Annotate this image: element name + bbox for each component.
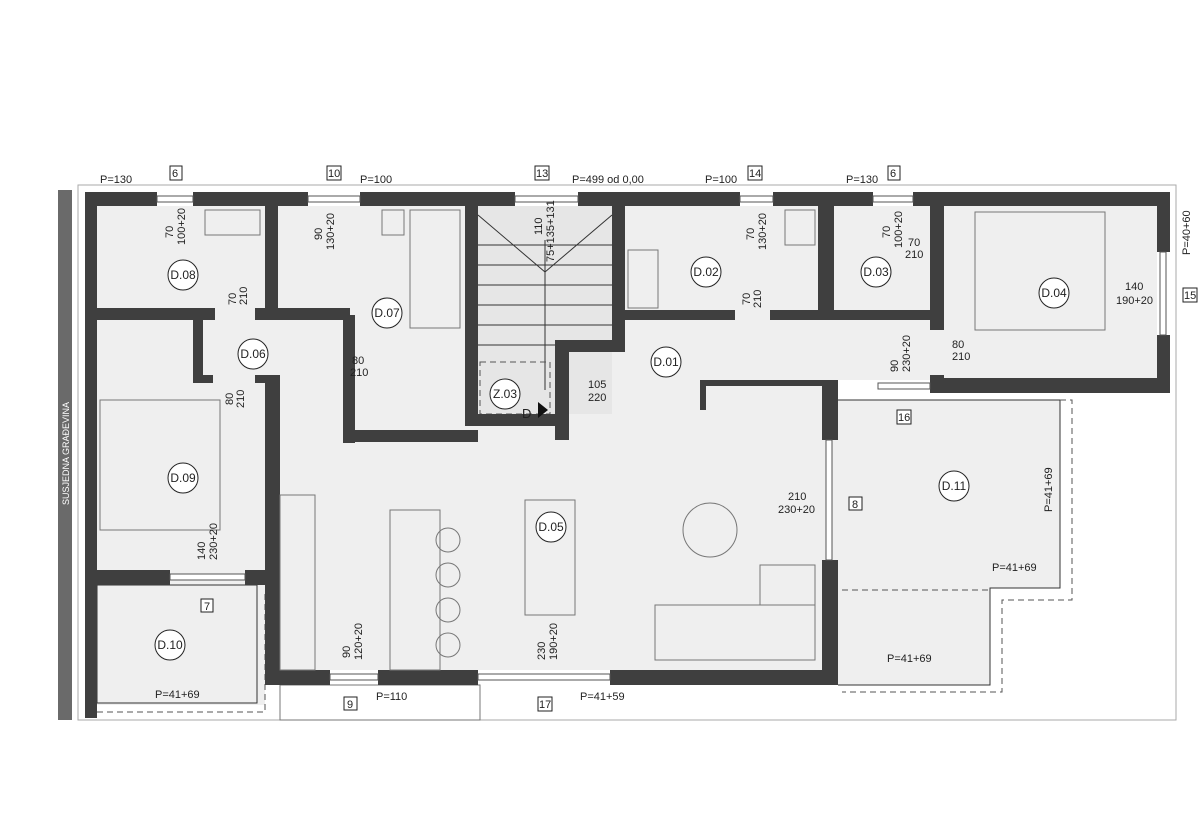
- room-d10: D.10: [154, 629, 186, 661]
- room-z03: Z.03: [489, 378, 521, 410]
- svg-text:230+20: 230+20: [778, 504, 815, 516]
- floors: [77, 184, 1177, 721]
- svg-text:100+20: 100+20: [176, 208, 188, 245]
- svg-text:D: D: [522, 406, 531, 421]
- svg-text:D.08: D.08: [170, 268, 196, 282]
- svg-text:D.04: D.04: [1041, 286, 1067, 300]
- svg-text:105: 105: [588, 379, 606, 391]
- svg-text:9: 9: [347, 699, 353, 711]
- svg-text:70: 70: [741, 293, 753, 305]
- svg-text:P=41+69: P=41+69: [1043, 467, 1055, 512]
- svg-text:D.09: D.09: [170, 471, 196, 485]
- svg-text:230+20: 230+20: [901, 335, 913, 372]
- room-d03: D.03: [860, 256, 892, 288]
- room-labels: D.01 D.02 D.03 D.04 D.05 D.06 D.07 D.08 …: [154, 256, 1070, 661]
- svg-text:15: 15: [1184, 290, 1196, 302]
- room-d09: D.09: [167, 462, 199, 494]
- neighbor-building-strip: [58, 190, 72, 720]
- svg-text:70: 70: [164, 226, 176, 238]
- svg-text:210: 210: [752, 290, 764, 308]
- svg-text:90: 90: [313, 228, 325, 240]
- svg-text:D.07: D.07: [374, 306, 400, 320]
- svg-text:16: 16: [898, 412, 910, 424]
- svg-text:D.06: D.06: [240, 347, 266, 361]
- svg-text:P=130: P=130: [100, 174, 132, 186]
- svg-text:210: 210: [788, 491, 806, 503]
- svg-text:7: 7: [204, 601, 210, 613]
- svg-text:75+135+131: 75+135+131: [545, 200, 557, 262]
- svg-text:13: 13: [536, 168, 548, 180]
- svg-text:70: 70: [745, 228, 757, 240]
- svg-text:190+20: 190+20: [1116, 295, 1153, 307]
- svg-text:17: 17: [539, 699, 551, 711]
- svg-text:80: 80: [352, 355, 364, 367]
- svg-text:210: 210: [905, 249, 923, 261]
- svg-text:230+20: 230+20: [208, 523, 220, 560]
- svg-text:6: 6: [172, 168, 178, 180]
- dimension-labels: 70 100+20 90 130+20 110 75+135+131 70 13…: [155, 200, 1198, 712]
- room-d05: D.05: [535, 511, 567, 543]
- svg-text:D.11: D.11: [942, 479, 967, 493]
- svg-text:P=40+60: P=40+60: [1181, 210, 1193, 255]
- svg-text:70: 70: [227, 293, 239, 305]
- room-d02: D.02: [690, 256, 722, 288]
- svg-text:8: 8: [852, 499, 858, 511]
- svg-text:P=110: P=110: [376, 691, 407, 703]
- room-d06: D.06: [237, 338, 269, 370]
- svg-text:70: 70: [908, 237, 920, 249]
- svg-text:P=41+59: P=41+59: [580, 691, 625, 703]
- svg-text:80: 80: [952, 339, 964, 351]
- svg-text:130+20: 130+20: [757, 213, 769, 250]
- svg-text:P=41+69: P=41+69: [992, 562, 1037, 574]
- svg-text:90: 90: [889, 360, 901, 372]
- svg-text:210: 210: [952, 351, 970, 363]
- svg-text:140: 140: [1125, 281, 1143, 293]
- svg-text:D.01: D.01: [653, 355, 679, 369]
- neighbor-label: SUSJEDNA GRAĐEVINA: [61, 402, 71, 505]
- svg-text:10: 10: [328, 168, 340, 180]
- walls: [85, 192, 1170, 718]
- svg-text:220: 220: [588, 392, 606, 404]
- svg-text:140: 140: [196, 542, 208, 560]
- svg-text:P=130: P=130: [846, 174, 878, 186]
- svg-text:90: 90: [341, 646, 353, 658]
- room-d04: D.04: [1038, 277, 1070, 309]
- svg-text:P=499 od 0,00: P=499 od 0,00: [572, 174, 644, 186]
- svg-text:210: 210: [350, 367, 368, 379]
- room-d11: D.11: [938, 470, 970, 502]
- svg-text:Z.03: Z.03: [493, 387, 517, 401]
- svg-text:190+20: 190+20: [548, 623, 560, 660]
- room-d07: D.07: [371, 297, 403, 329]
- room-d01: D.01: [650, 346, 682, 378]
- svg-text:P=100: P=100: [360, 174, 392, 186]
- svg-text:D.10: D.10: [157, 638, 183, 652]
- svg-text:210: 210: [238, 287, 250, 305]
- top-annotations: P=130 6 10 P=100 13 P=499 od 0,00 P=100 …: [100, 165, 901, 186]
- svg-text:120+20: 120+20: [353, 623, 365, 660]
- svg-text:P=41+69: P=41+69: [887, 653, 932, 665]
- svg-text:80: 80: [224, 393, 236, 405]
- svg-text:110: 110: [533, 217, 545, 235]
- svg-text:D.02: D.02: [693, 265, 719, 279]
- svg-text:P=41+69: P=41+69: [155, 689, 200, 701]
- svg-text:D.03: D.03: [863, 265, 889, 279]
- svg-text:6: 6: [890, 168, 896, 180]
- svg-text:P=100: P=100: [705, 174, 737, 186]
- svg-text:70: 70: [881, 226, 893, 238]
- svg-text:210: 210: [235, 390, 247, 408]
- windows: [156, 195, 1167, 681]
- furniture: [99, 209, 1106, 671]
- svg-text:D.05: D.05: [538, 520, 564, 534]
- svg-text:230: 230: [536, 642, 548, 660]
- svg-text:130+20: 130+20: [325, 213, 337, 250]
- room-d08: D.08: [167, 259, 199, 291]
- svg-text:14: 14: [749, 168, 761, 180]
- svg-text:100+20: 100+20: [893, 211, 905, 248]
